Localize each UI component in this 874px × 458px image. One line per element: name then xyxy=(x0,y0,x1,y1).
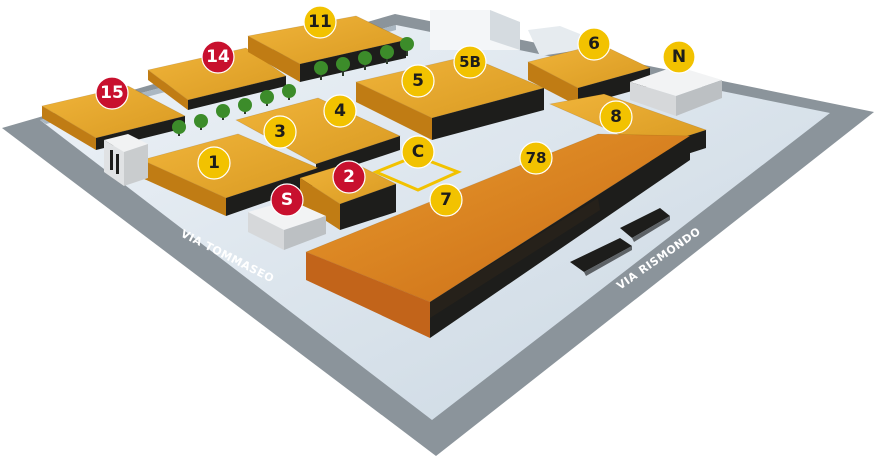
svg-text:15: 15 xyxy=(100,83,124,103)
hall-5-building[interactable] xyxy=(355,55,545,140)
back-building-small xyxy=(528,26,580,56)
hall-78-marker[interactable]: 78 xyxy=(519,141,553,175)
svg-text:5B: 5B xyxy=(459,53,481,71)
hall-15-marker[interactable]: 15 xyxy=(95,76,129,110)
hall-2-marker[interactable]: 2 xyxy=(332,160,366,194)
hall-8-marker[interactable]: 8 xyxy=(599,100,633,134)
svg-text:11: 11 xyxy=(308,12,332,32)
hall-14-marker[interactable]: 14 xyxy=(201,40,235,74)
svg-text:S: S xyxy=(281,190,293,210)
back-building-side xyxy=(490,10,520,50)
hall-n-marker[interactable]: N xyxy=(662,40,696,74)
svg-text:7: 7 xyxy=(440,190,452,210)
hall-c-marker[interactable]: C xyxy=(401,135,435,169)
hall-4-marker[interactable]: 4 xyxy=(323,94,357,128)
svg-text:2: 2 xyxy=(343,167,355,187)
svg-text:8: 8 xyxy=(610,107,622,127)
svg-text:6: 6 xyxy=(588,34,600,54)
svg-text:3: 3 xyxy=(274,122,286,142)
ramp-2 xyxy=(620,208,670,242)
hall-5-marker[interactable]: 5 xyxy=(401,64,435,98)
svg-text:14: 14 xyxy=(206,47,230,67)
hall-3-marker[interactable]: 3 xyxy=(263,115,297,149)
area-c[interactable] xyxy=(372,154,462,192)
hall-7-marker[interactable]: 7 xyxy=(429,183,463,217)
entrance-block xyxy=(104,134,148,186)
hall-1-marker[interactable]: 1 xyxy=(197,146,231,180)
trees-center xyxy=(314,37,414,80)
svg-text:5: 5 xyxy=(412,71,424,91)
hall-7-building[interactable] xyxy=(305,133,691,338)
ramp-1 xyxy=(570,238,632,276)
hall-5b-marker[interactable]: 5B xyxy=(453,45,487,79)
trees-left xyxy=(172,84,296,136)
svg-text:N: N xyxy=(672,47,686,67)
svg-text:4: 4 xyxy=(334,101,346,121)
svg-text:78: 78 xyxy=(526,149,547,167)
hall-s-marker[interactable]: S xyxy=(270,183,304,217)
hall-11-marker[interactable]: 11 xyxy=(303,5,337,39)
svg-text:1: 1 xyxy=(208,153,220,173)
building-n[interactable] xyxy=(630,66,722,116)
hall-6-marker[interactable]: 6 xyxy=(577,27,611,61)
svg-text:C: C xyxy=(412,142,424,162)
